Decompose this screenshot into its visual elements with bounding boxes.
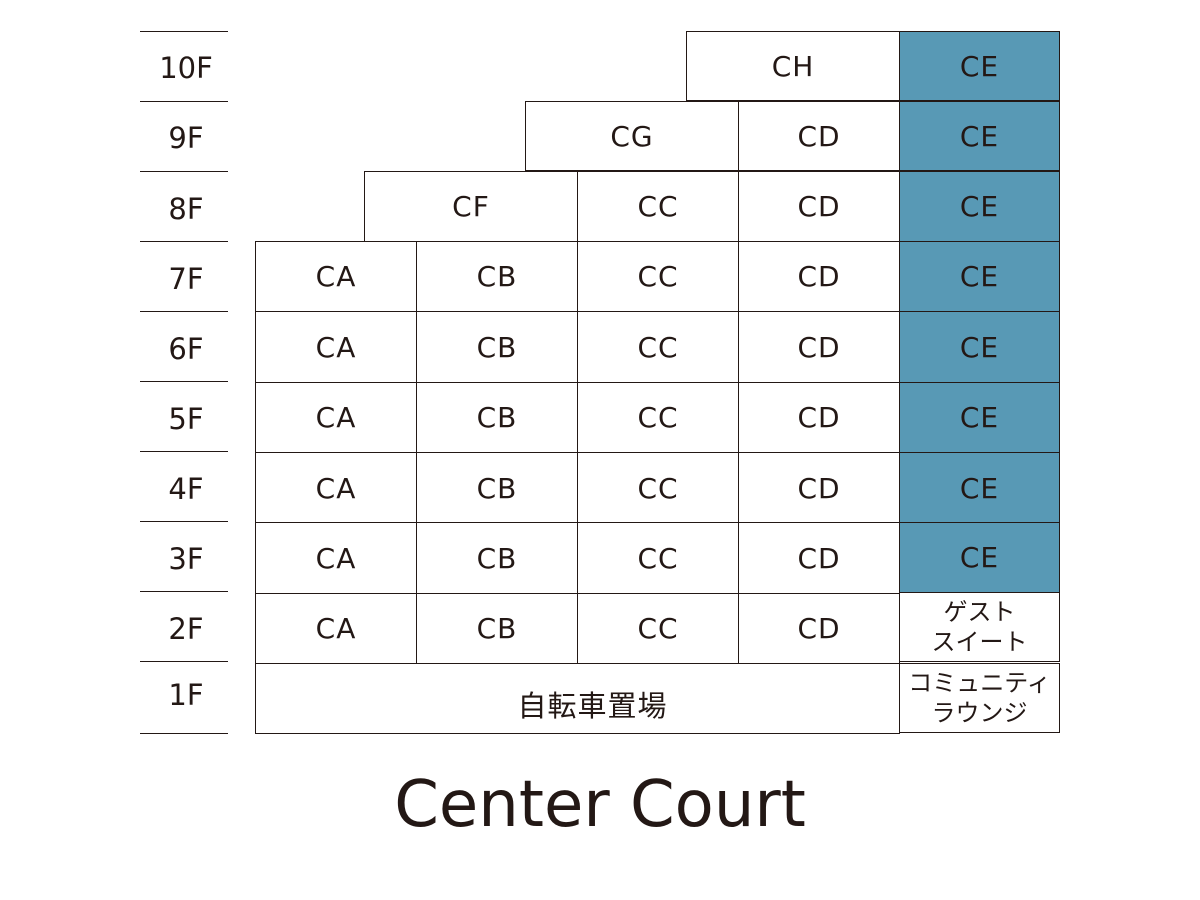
page-title: Center Court [394,768,806,842]
unit-2f-cc: CC [577,593,739,664]
unit-4f-cb: CB [416,452,578,524]
unit-4f-ce: CE [899,452,1060,524]
unit-5f-cc: CC [577,382,739,453]
unit-5f-ce: CE [899,382,1060,453]
unit-3f-cb: CB [416,522,578,594]
floor-label-8f: 8F [168,192,204,226]
unit-2f-cb: CB [416,593,578,664]
unit-7f-cd: CD [738,241,900,312]
floor-label-10f: 10F [159,51,213,85]
guest-suite-line-2: スイート [931,628,1028,656]
unit-4f-ca: CA [255,452,417,524]
unit-3f-cd: CD [738,522,900,594]
floor-divider [140,171,228,172]
floor-divider [140,31,228,32]
unit-6f-ce: CE [899,311,1060,383]
floor-divider [140,101,228,102]
unit-10f-ce: CE [899,31,1060,101]
floor-label-6f: 6F [168,332,204,366]
unit-7f-cb: CB [416,241,578,312]
floor-label-3f: 3F [168,542,204,576]
unit-6f-cb: CB [416,311,578,383]
unit-5f-ca: CA [255,382,417,453]
unit-10f-ch: CH [686,31,900,101]
unit-6f-cc: CC [577,311,739,383]
unit-8f-cd: CD [738,171,900,242]
unit-6f-ca: CA [255,311,417,383]
unit-2f-cd: CD [738,593,900,664]
guest-suite: ゲスト スイート [899,592,1060,662]
floor-divider [140,733,228,734]
guest-suite-line-1: ゲスト [943,598,1016,626]
unit-9f-cd: CD [738,101,900,171]
unit-7f-ce: CE [899,241,1060,312]
unit-9f-ce: CE [899,101,1060,171]
floor-divider [140,521,228,522]
floor-label-7f: 7F [168,262,204,296]
floor-divider [140,661,228,662]
unit-7f-cc: CC [577,241,739,312]
unit-5f-cb: CB [416,382,578,453]
floor-divider [140,451,228,452]
unit-4f-cd: CD [738,452,900,524]
community-lounge-line-1: コミュニティ [908,669,1051,697]
unit-3f-cc: CC [577,522,739,594]
community-lounge-line-2: ラウンジ [931,699,1028,727]
unit-8f-cc: CC [577,171,739,242]
unit-5f-cd: CD [738,382,900,453]
unit-2f-ca: CA [255,593,417,664]
floor-label-5f: 5F [168,402,204,436]
floor-divider [140,591,228,592]
unit-8f-ce: CE [899,171,1060,242]
unit-6f-cd: CD [738,311,900,383]
community-lounge: コミュニティ ラウンジ [899,663,1060,733]
unit-4f-cc: CC [577,452,739,524]
floor-divider [140,241,228,242]
unit-3f-ca: CA [255,522,417,594]
unit-8f-cf: CF [364,171,578,242]
unit-7f-ca: CA [255,241,417,312]
unit-3f-ce: CE [899,522,1060,593]
unit-9f-cg: CG [525,101,739,171]
floor-label-9f: 9F [168,121,204,155]
floor-divider [140,311,228,312]
floor-label-1f: 1F [168,678,204,712]
floor-label-4f: 4F [168,472,204,506]
floor-label-2f: 2F [168,612,204,646]
bike-parking: 自転車置場 [255,663,900,734]
floor-divider [140,381,228,382]
